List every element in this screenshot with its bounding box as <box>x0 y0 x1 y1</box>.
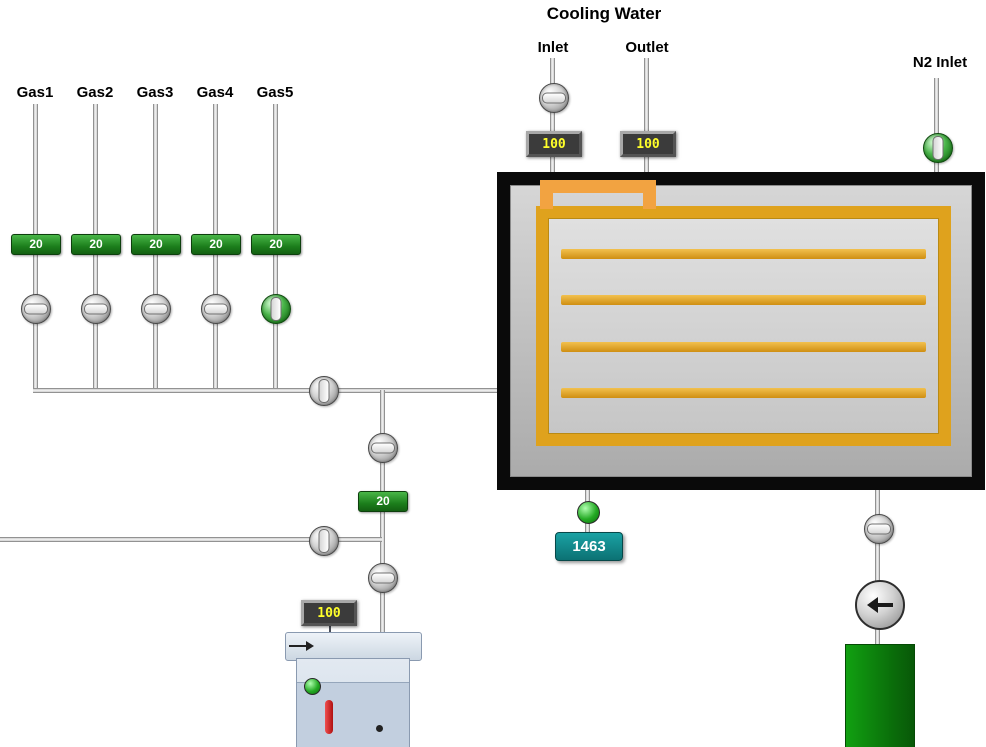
chamber-temp-badge: 1463 <box>555 532 623 561</box>
temp-value: 1463 <box>572 538 606 555</box>
dip-tube-tip <box>376 725 383 732</box>
cooling-inlet-pipe <box>550 58 555 185</box>
exhaust-valve-icon[interactable] <box>864 514 894 544</box>
flow-arrow-icon <box>289 641 314 651</box>
bubbler-setpoint-badge[interactable]: 20 <box>358 491 408 512</box>
injector-bracket <box>540 180 656 209</box>
bubbler-lower-valve-icon[interactable] <box>368 563 398 593</box>
heater-element <box>561 295 926 305</box>
bypass-pipe <box>0 537 382 542</box>
gas5-setpoint-badge[interactable]: 20 <box>251 234 301 255</box>
n2-pipe <box>934 78 939 175</box>
manifold-pipe <box>33 388 500 393</box>
gas2-setpoint-badge[interactable]: 20 <box>71 234 121 255</box>
process-chamber <box>497 172 985 490</box>
gas1-valve-icon[interactable] <box>21 294 51 324</box>
heater-element <box>561 388 926 398</box>
gas1-label: Gas1 <box>16 84 54 101</box>
bubbler-feed-pipe <box>380 390 385 635</box>
cooling-inlet-flow-readout: 100 <box>526 131 582 157</box>
level-indicator-icon <box>304 678 321 695</box>
manifold-valve-icon[interactable] <box>309 376 339 406</box>
cooling-inlet-label: Inlet <box>537 39 569 56</box>
valve-bar <box>24 303 48 315</box>
gas2-label: Gas2 <box>76 84 114 101</box>
valve-bar <box>144 303 168 315</box>
gas5-label: Gas5 <box>256 84 294 101</box>
cooling-inlet-valve-icon[interactable] <box>539 83 569 113</box>
gas2-valve-icon[interactable] <box>81 294 111 324</box>
valve-bar <box>270 297 282 321</box>
bubbler-vessel <box>296 658 410 747</box>
gas4-setpoint-badge[interactable]: 20 <box>191 234 241 255</box>
exhaust-pipe <box>875 490 880 650</box>
chamber-temp-sensor-icon <box>577 501 600 524</box>
n2-inlet-label: N2 Inlet <box>912 54 968 71</box>
readout-value: 100 <box>636 136 660 152</box>
gas4-label: Gas4 <box>196 84 234 101</box>
vacuum-pump-body <box>845 644 915 747</box>
gas3-valve-icon[interactable] <box>141 294 171 324</box>
heater-element <box>561 342 926 352</box>
readout-value: 100 <box>542 136 566 152</box>
chamber-liner <box>510 185 972 477</box>
left-arrow-icon <box>867 597 894 613</box>
bubbler-temp-readout: 100 <box>301 600 357 626</box>
heater-frame <box>536 206 951 446</box>
valve-bar <box>371 572 395 584</box>
valve-bar <box>542 92 566 104</box>
n2-valve-icon[interactable] <box>923 133 953 163</box>
gas3-setpoint-badge[interactable]: 20 <box>131 234 181 255</box>
valve-bar <box>204 303 228 315</box>
readout-value: 100 <box>317 605 341 621</box>
gas3-label: Gas3 <box>136 84 174 101</box>
valve-bar <box>867 523 891 535</box>
gas4-valve-icon[interactable] <box>201 294 231 324</box>
valve-bar <box>318 379 330 403</box>
heater-element <box>561 249 926 259</box>
bypass-valve-icon[interactable] <box>309 526 339 556</box>
bubbler-upper-valve-icon[interactable] <box>368 433 398 463</box>
gas5-valve-icon[interactable] <box>261 294 291 324</box>
valve-bar <box>371 442 395 454</box>
pump-icon[interactable] <box>855 580 905 630</box>
cooling-water-header: Cooling Water <box>546 4 662 23</box>
cooling-outlet-label: Outlet <box>625 39 669 56</box>
gas1-setpoint-badge[interactable]: 20 <box>11 234 61 255</box>
cooling-outlet-flow-readout: 100 <box>620 131 676 157</box>
valve-bar <box>318 529 330 553</box>
thermometer-icon <box>325 700 333 734</box>
valve-bar <box>932 136 944 160</box>
cooling-outlet-pipe <box>644 58 649 185</box>
valve-bar <box>84 303 108 315</box>
